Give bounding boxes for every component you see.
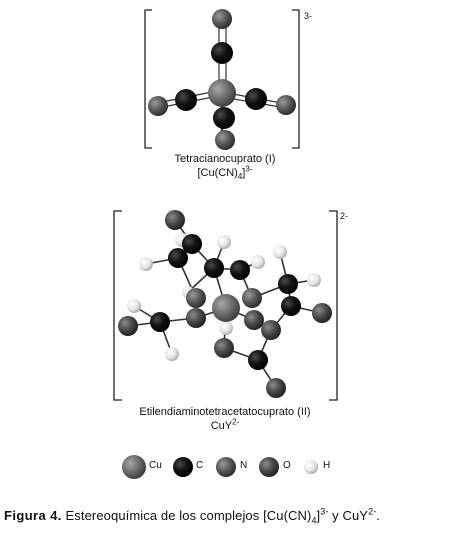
- atom-o: [118, 316, 138, 336]
- bracket-left-2: [113, 210, 122, 401]
- bracket-right-2: [329, 210, 338, 401]
- atom-h: [217, 235, 231, 249]
- legend-spheres: [122, 455, 318, 479]
- atom-o: [214, 338, 234, 358]
- atom-h: [127, 299, 141, 313]
- atom-c: [168, 248, 188, 268]
- caption-prefix: Figura 4.: [4, 508, 62, 523]
- caption-text4: .: [376, 508, 381, 523]
- atom-cu: [212, 294, 240, 322]
- atom-h: [165, 347, 179, 361]
- complex2-formula: CuY2-: [0, 417, 450, 433]
- caption-sup2: 2-: [368, 506, 377, 517]
- complex2-formula-sup: 2-: [232, 417, 240, 427]
- complex1-formula-close: ]: [242, 167, 246, 179]
- complex1-formula-main: [Cu(CN): [197, 167, 238, 179]
- complex1-charge: 3-: [304, 11, 313, 21]
- atom-n: [148, 96, 168, 116]
- atom-cu: [208, 79, 236, 107]
- atom-c: [150, 312, 170, 332]
- atom-c: [248, 350, 268, 370]
- legend-label-c: C: [196, 460, 204, 471]
- atom-c: [204, 258, 224, 278]
- atom-o: [165, 210, 185, 230]
- atom-c: [278, 274, 298, 294]
- atom-n: [242, 288, 262, 308]
- figure-caption: Figura 4. Estereoquímica de los complejo…: [4, 506, 381, 526]
- legend-swatch-n: [216, 457, 236, 477]
- atom-h: [307, 273, 321, 287]
- complex2-structure: [113, 210, 338, 401]
- legend-label-o: O: [283, 460, 291, 471]
- atom-c: [182, 234, 202, 254]
- complex1-formula: [Cu(CN)4]3-: [0, 164, 450, 182]
- atom-h: [273, 245, 287, 259]
- atom-o: [186, 308, 206, 328]
- complex2-formula-main: CuY: [210, 420, 233, 432]
- atom-n: [276, 95, 296, 115]
- complex1-name: Tetracianocuprato (I): [174, 153, 276, 165]
- caption-text2: ]: [316, 508, 321, 523]
- complex1-formula-sub: 4: [237, 172, 243, 182]
- caption-text3: y CuY: [328, 508, 369, 523]
- caption-sub: 4: [311, 515, 317, 526]
- atom-h: [251, 255, 265, 269]
- atom-n: [215, 130, 235, 150]
- atom-c: [281, 296, 301, 316]
- caption-sup1: 3-: [320, 506, 329, 517]
- complex2-charge: 2-: [340, 211, 349, 221]
- bracket-left-1: [144, 9, 152, 149]
- atom-o: [261, 320, 281, 340]
- atom-c: [213, 107, 235, 129]
- legend-label-cu: Cu: [149, 460, 162, 471]
- bracket-right-1: [292, 9, 300, 149]
- complex1-structure: [144, 9, 300, 150]
- atom-o: [244, 310, 264, 330]
- atom-h: [139, 257, 153, 271]
- complex2-name: Etilendiaminotetracetatocuprato (II): [139, 406, 311, 418]
- caption-text: Estereoquímica de los complejos [Cu(CN): [65, 508, 312, 523]
- legend-label-h: H: [323, 460, 331, 471]
- atom-c: [175, 89, 197, 111]
- legend-swatch-cu: [122, 455, 146, 479]
- atom-c: [245, 88, 267, 110]
- complex1-formula-sup: 3-: [245, 164, 253, 174]
- atom-c: [211, 42, 233, 64]
- atom-c: [230, 260, 250, 280]
- atom-h: [219, 321, 233, 335]
- legend-swatch-h: [304, 460, 318, 474]
- atom-o: [312, 303, 332, 323]
- legend-label-n: N: [240, 460, 248, 471]
- legend-swatch-c: [173, 457, 193, 477]
- legend-swatch-o: [259, 457, 279, 477]
- atom-n: [186, 288, 206, 308]
- atom-o: [266, 378, 286, 398]
- atom-n: [212, 9, 232, 29]
